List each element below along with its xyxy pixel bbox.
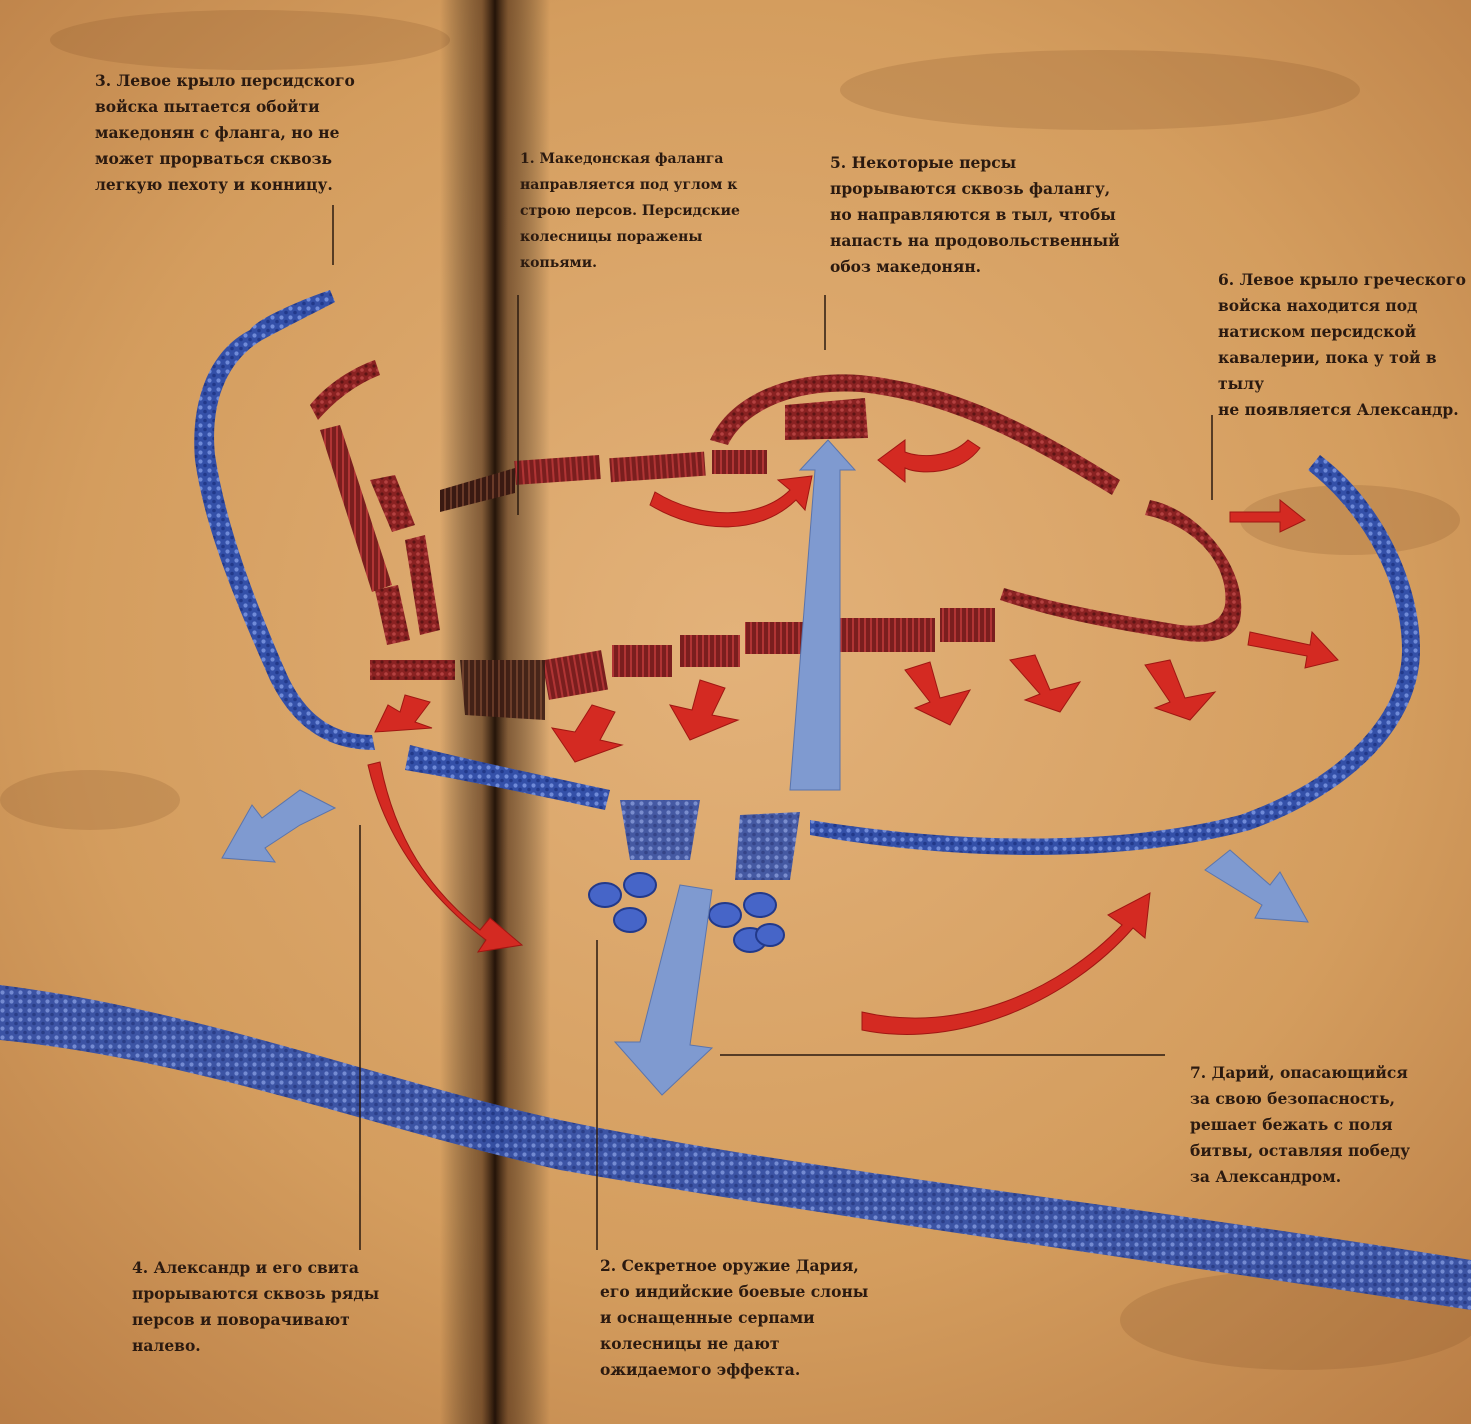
annotation-4: 4. Александр и его свита прорываются скв… [132,1255,379,1359]
greek-light-infantry [620,800,700,860]
annotation-1: 1. Македонская фаланга направляется под … [520,146,740,276]
annotation-5: 5. Некоторые персы прорываются сквозь фа… [830,150,1120,280]
annotation-6: 6. Левое крыло греческого войска находит… [1218,267,1471,423]
persian-cavalry-4 [370,660,455,680]
annotation-7: 7. Дарий, опасающийся за свою безопаснос… [1190,1060,1410,1190]
persian-camp-attack [785,398,868,440]
annotation-3: 3. Левое крыло персидского войска пытает… [95,68,355,198]
annotation-2: 2. Секретное оружие Дария, его индийские… [600,1253,868,1383]
phalanx-dark-bottom [460,660,545,720]
greek-light-infantry-2 [735,812,800,880]
